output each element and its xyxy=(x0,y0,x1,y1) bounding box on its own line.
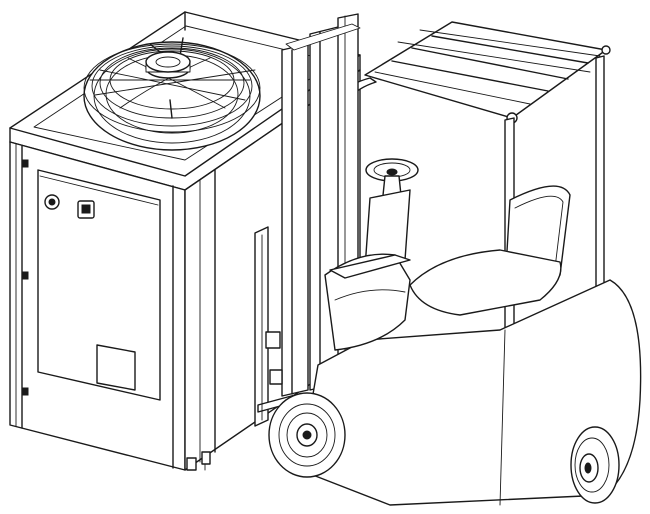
forklift-body xyxy=(299,253,642,506)
access-door xyxy=(37,169,161,401)
rear-wheel xyxy=(570,426,620,504)
forklift xyxy=(254,13,642,506)
operator-seat xyxy=(409,185,571,316)
unit-feet xyxy=(186,451,211,471)
fan-assembly xyxy=(83,37,261,151)
door-hinges xyxy=(22,159,29,396)
steering-wheel-icon xyxy=(364,158,419,269)
switch-knob-icon xyxy=(44,194,60,210)
front-wheel xyxy=(268,392,346,478)
indicator-lamp-icon xyxy=(77,200,95,219)
nameplate xyxy=(96,344,136,391)
